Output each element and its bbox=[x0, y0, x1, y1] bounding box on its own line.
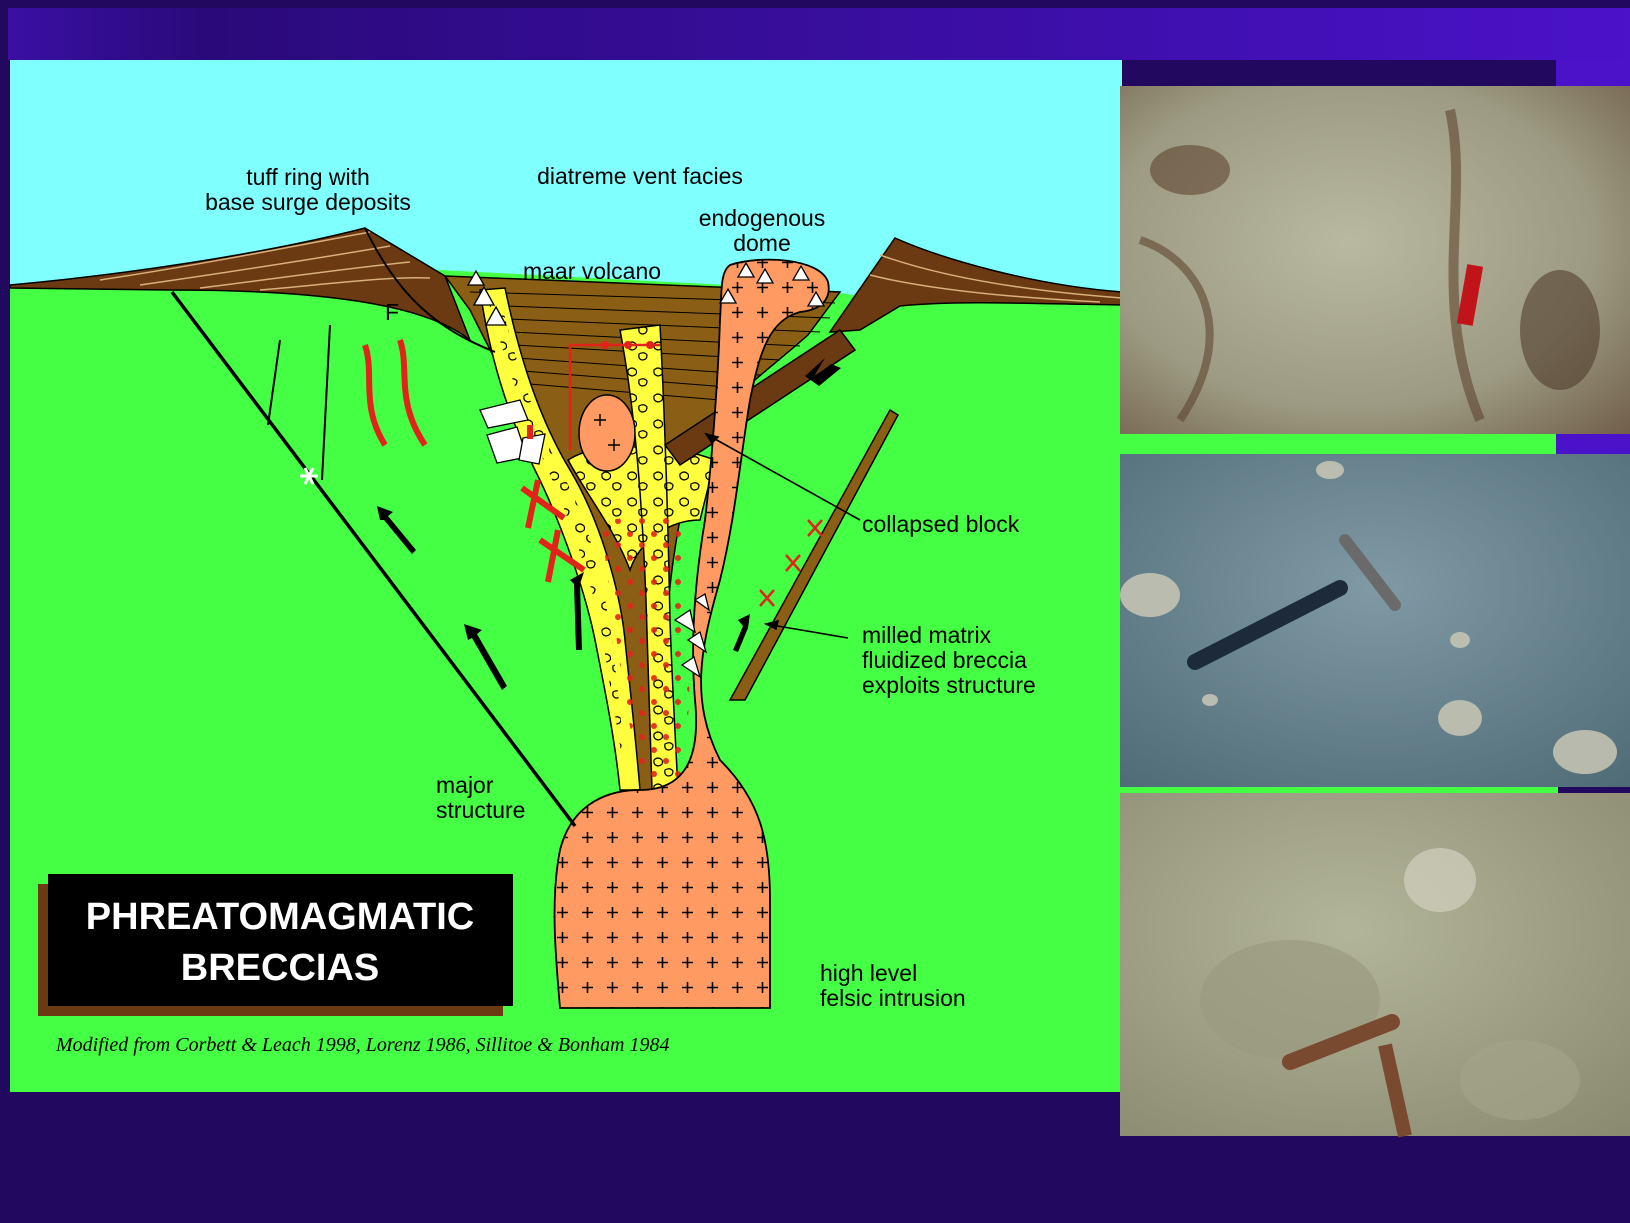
collapsed-block-label: collapsed block bbox=[862, 511, 1020, 537]
title-line-1: PHREATOMAGMATIC bbox=[86, 896, 474, 938]
endogenous-dome-label-2: dome bbox=[733, 230, 791, 256]
fault-label: F bbox=[385, 299, 399, 325]
title-line-2: BRECCIAS bbox=[181, 947, 379, 989]
major-structure-label: major bbox=[436, 772, 494, 798]
top-banner bbox=[8, 8, 1630, 60]
tuff-ring-label-2: base surge deposits bbox=[205, 189, 411, 215]
breccia-outcrop-photo-2 bbox=[1120, 454, 1630, 787]
endogenous-dome-label: endogenous bbox=[699, 205, 826, 231]
major-structure-label-2: structure bbox=[436, 797, 525, 823]
cross-section-diagram: tuff ring with base surge deposits diatr… bbox=[10, 60, 1122, 1092]
felsic-intrusion-label-2: felsic intrusion bbox=[820, 985, 966, 1011]
citation: Modified from Corbett & Leach 1998, Lore… bbox=[55, 1034, 670, 1056]
felsic-intrusion-label: high level bbox=[820, 960, 917, 986]
banner-tab bbox=[1556, 60, 1630, 87]
diatreme-label: diatreme vent facies bbox=[537, 163, 743, 189]
milled-matrix-label: milled matrix bbox=[862, 622, 992, 648]
maar-volcano-label: maar volcano bbox=[523, 258, 661, 284]
fluidized-breccia-label: fluidized breccia bbox=[862, 647, 1027, 673]
photo-strip bbox=[1120, 86, 1630, 1136]
title-box: PHREATOMAGMATIC BRECCIAS bbox=[38, 874, 513, 1016]
exploits-structure-label: exploits structure bbox=[862, 672, 1036, 698]
tuff-ring-label: tuff ring with bbox=[246, 164, 370, 190]
